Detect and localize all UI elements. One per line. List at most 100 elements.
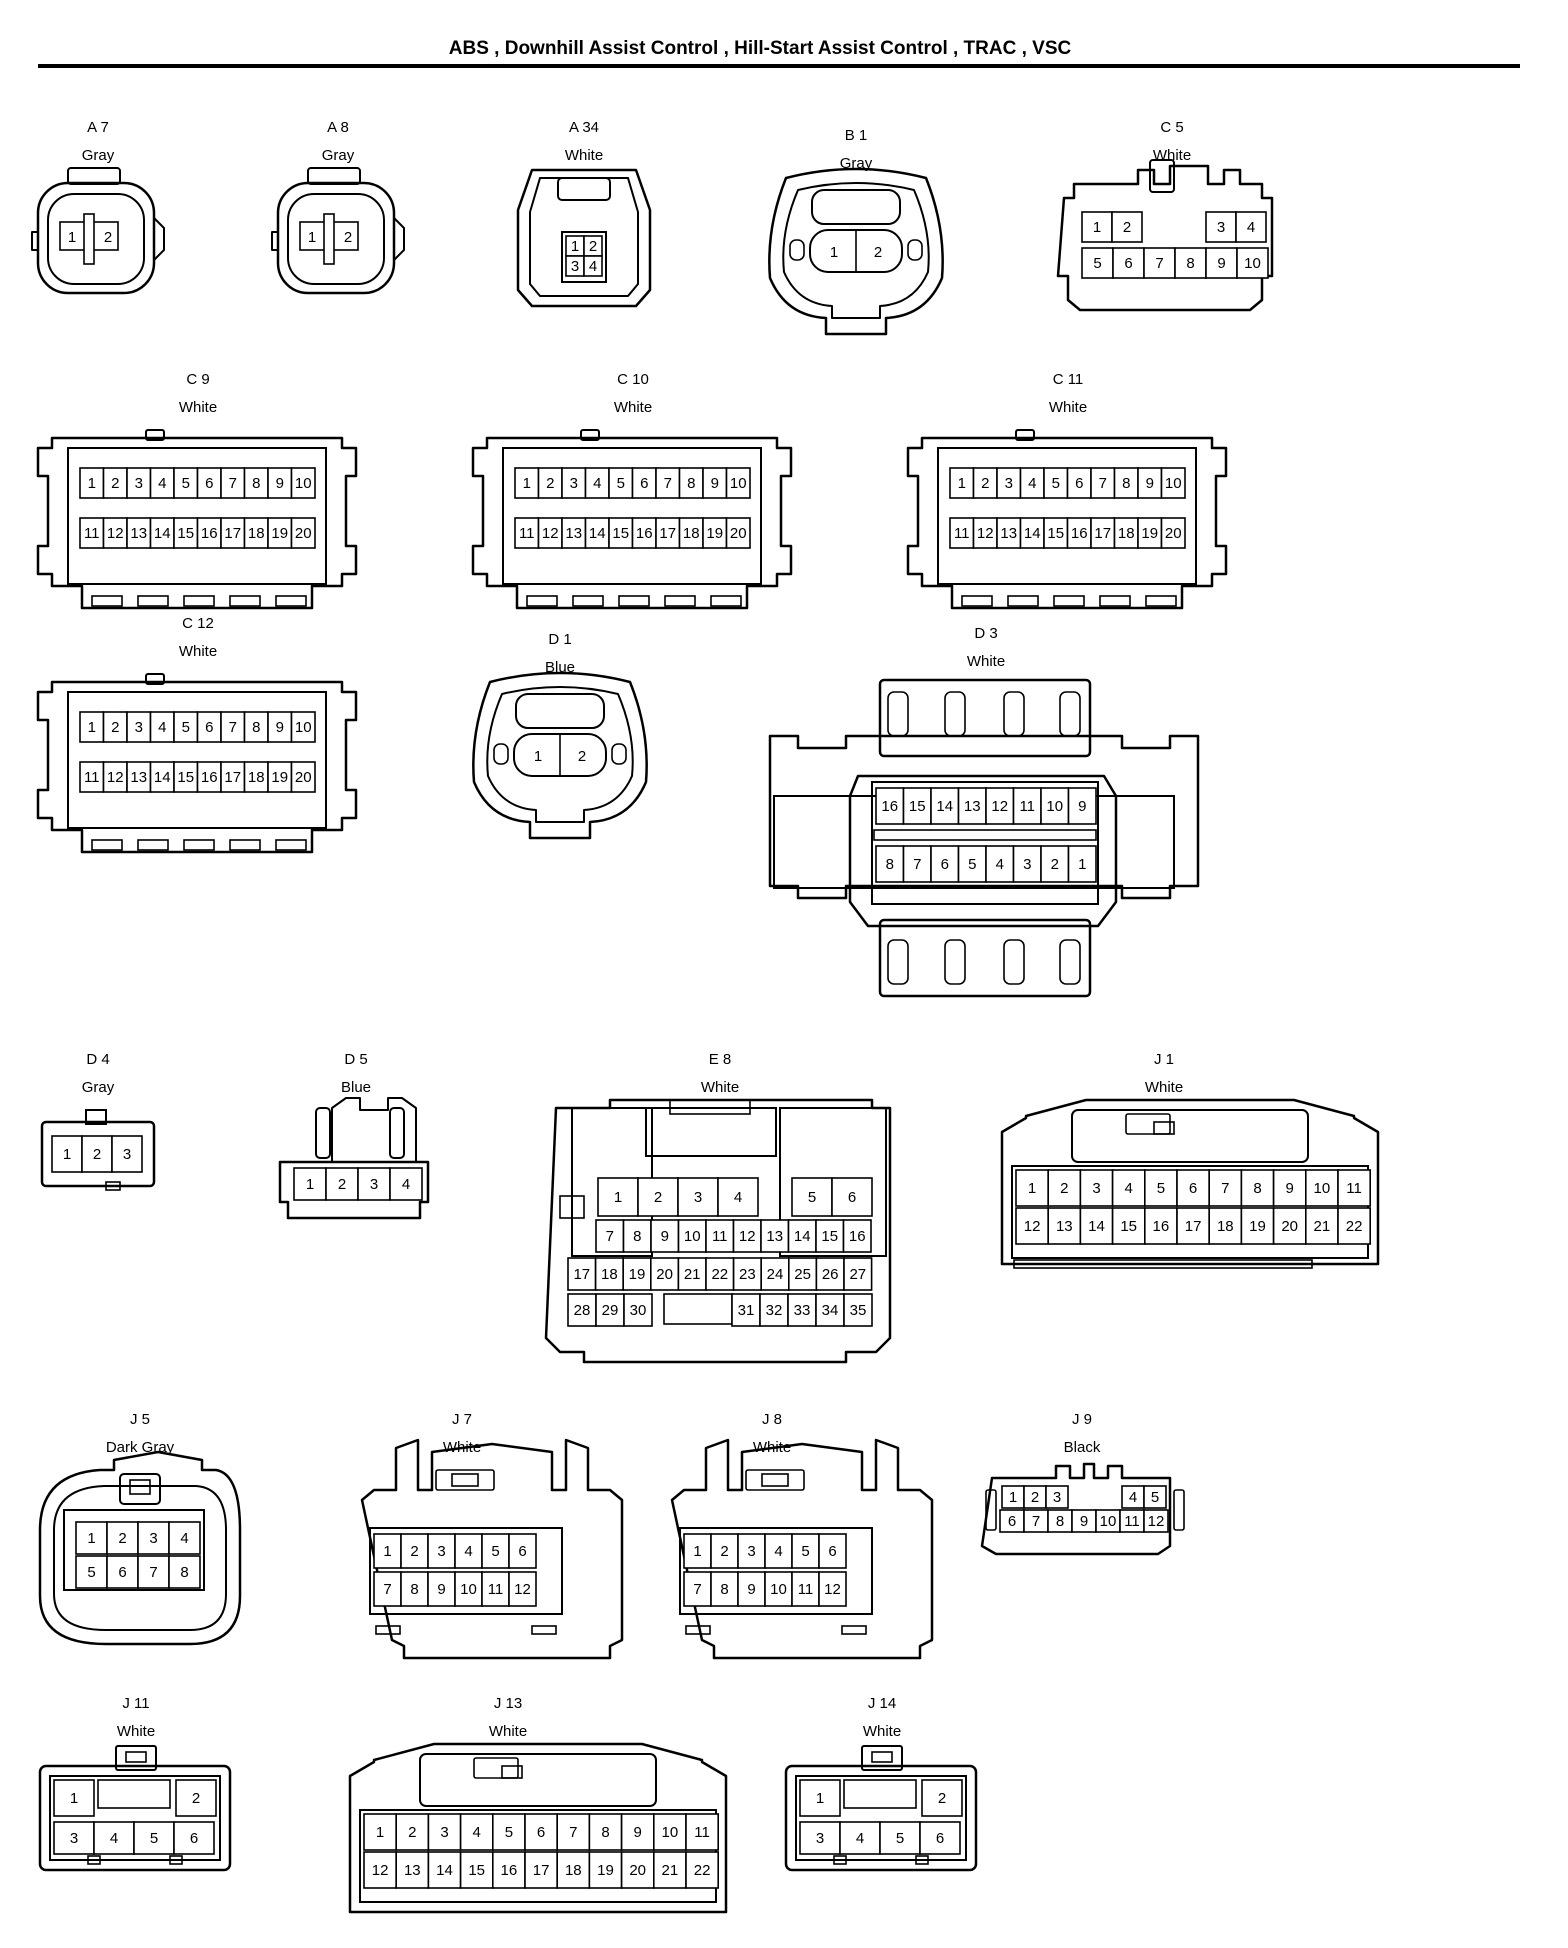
housing-part xyxy=(276,181,396,295)
housing-part xyxy=(183,595,215,607)
pin-cell xyxy=(81,1135,113,1173)
pin-number: 13 xyxy=(130,525,147,542)
pin-number: 6 xyxy=(190,1830,198,1847)
connector-id: D 4 xyxy=(86,1051,109,1068)
housing-part xyxy=(768,734,1200,900)
pin-cell xyxy=(293,1167,327,1201)
pin-number: 8 xyxy=(1186,255,1194,272)
pin-number: 13 xyxy=(964,798,981,815)
pin-number: 8 xyxy=(601,1824,609,1841)
connector-color: Gray xyxy=(840,155,873,172)
housing-part xyxy=(526,595,558,607)
pin-number: 7 xyxy=(149,1564,157,1581)
housing-part xyxy=(67,447,327,585)
pin-cell xyxy=(1015,1169,1050,1207)
housing-part xyxy=(944,939,966,985)
pin-number: 20 xyxy=(730,525,747,542)
pin-number: 13 xyxy=(565,525,582,542)
pin-number: 11 xyxy=(694,1824,710,1841)
pin-cell xyxy=(1236,247,1269,279)
pin-number: 14 xyxy=(154,525,171,542)
pin-cell xyxy=(1015,1207,1050,1245)
pin-cell xyxy=(831,1177,873,1217)
pin-cell xyxy=(649,1257,680,1291)
pin-number: 1 xyxy=(306,1176,314,1193)
housing-part xyxy=(944,691,966,737)
pin-cell xyxy=(454,1571,483,1607)
pin-number: 5 xyxy=(1052,475,1060,492)
housing-part xyxy=(848,774,1118,928)
pin-cell xyxy=(787,1219,817,1253)
housing-part xyxy=(663,1293,733,1325)
connector-color: White xyxy=(967,653,1005,670)
pin-number: 6 xyxy=(118,1564,126,1581)
pin-number: 16 xyxy=(1071,525,1088,542)
housing-part xyxy=(1145,595,1177,607)
pin-number: 2 xyxy=(118,1530,126,1547)
pin-number: 4 xyxy=(1125,1180,1133,1197)
pin-number: 18 xyxy=(248,769,265,786)
housing-part xyxy=(670,1438,934,1660)
housing-part xyxy=(307,167,361,185)
pin-cell xyxy=(508,1533,537,1569)
pin-cell xyxy=(594,1257,624,1291)
pin-number: 6 xyxy=(848,1189,856,1206)
pin-cell xyxy=(731,1293,761,1327)
housing-part xyxy=(980,1462,1172,1556)
pin-number: 7 xyxy=(1221,1180,1229,1197)
pin-cell xyxy=(1160,467,1186,499)
housing-part xyxy=(841,1625,867,1635)
pin-number: 9 xyxy=(437,1581,445,1598)
pin-number: 33 xyxy=(794,1302,811,1319)
pin-number: 7 xyxy=(383,1581,391,1598)
pin-number: 2 xyxy=(654,1189,662,1206)
pin-number: 3 xyxy=(123,1146,131,1163)
pin-number: 4 xyxy=(158,475,166,492)
pin-number: 4 xyxy=(734,1189,742,1206)
pin-number: 6 xyxy=(1189,1180,1197,1197)
pin-number: 7 xyxy=(1032,1513,1040,1530)
connector-id: A 8 xyxy=(327,119,349,136)
pin-cell xyxy=(168,1521,201,1555)
pin-number: 12 xyxy=(542,525,559,542)
pin-cell xyxy=(51,1135,83,1173)
pin-number: 13 xyxy=(1000,525,1017,542)
pin-number: 15 xyxy=(909,798,926,815)
pin-number: 16 xyxy=(501,1862,518,1879)
pin-number: 5 xyxy=(491,1543,499,1560)
connector-id: J 11 xyxy=(122,1695,149,1712)
pin-number: 7 xyxy=(1155,255,1163,272)
pin-cell xyxy=(1067,845,1097,883)
pin-cell xyxy=(683,1533,712,1569)
pin-number: 13 xyxy=(1056,1218,1073,1235)
pin-number: 19 xyxy=(597,1862,614,1879)
connector-id: J 13 xyxy=(494,1695,522,1712)
pin-number: 12 xyxy=(739,1228,756,1245)
pin-number: 7 xyxy=(913,856,921,873)
connector-id: C 5 xyxy=(1160,119,1183,136)
pin-cell xyxy=(481,1533,510,1569)
pin-number: 4 xyxy=(110,1830,118,1847)
pin-cell xyxy=(524,1813,559,1851)
connector-color: Gray xyxy=(82,1079,115,1096)
pin-number: 6 xyxy=(1075,475,1083,492)
pin-number: 4 xyxy=(1129,1489,1137,1506)
housing-part xyxy=(557,177,611,201)
pin-number: 10 xyxy=(1100,1513,1117,1530)
housing-part xyxy=(1059,939,1081,985)
pin-number: 4 xyxy=(774,1543,782,1560)
pin-cell xyxy=(389,1167,423,1201)
pin-number: 4 xyxy=(593,475,601,492)
housing-part xyxy=(145,429,165,441)
pin-number: 2 xyxy=(546,475,554,492)
housing-part xyxy=(137,839,169,851)
pin-cell xyxy=(902,787,932,825)
pin-number: 1 xyxy=(88,719,96,736)
title-rule xyxy=(38,64,1520,68)
pin-number: 6 xyxy=(1008,1513,1016,1530)
